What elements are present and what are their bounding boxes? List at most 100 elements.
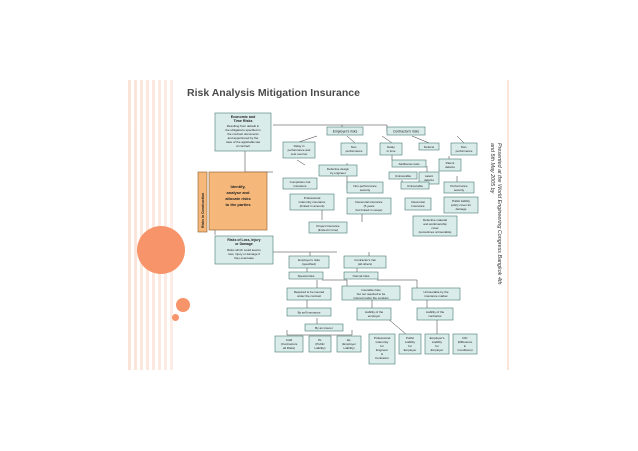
additional-costs-text: Additional costs [398,162,420,166]
emp-specified-2: (specified) [302,262,316,266]
decorative-circle-small [172,314,179,321]
completion-risk-box: Completion risk insurance [282,177,318,190]
el-emp-1: Employer's [430,336,445,340]
patent-defects-2: defects [445,165,455,169]
insurable-risks-1: Insurable risks [361,288,381,292]
uninsurable-a-box: Uninsurable [388,171,418,180]
risks-loss-2: or Damage [235,242,253,246]
ple-2: Liability [405,340,416,344]
delay-performance-2: performance and [288,148,311,152]
non-performance-security-box: Non-performance security [346,181,384,194]
con-all-others-2: (all others) [358,262,372,266]
el-3: Liability) [343,346,354,350]
project-insurance-1: Project insurance [316,224,340,228]
pl-1: PL [318,338,322,342]
identify-2: analyse and [227,190,250,195]
el-2: (Employer [342,342,356,346]
defects-box: Defects [418,142,440,151]
risks-loss-1: Risks of Loss, Injury [227,238,260,242]
by-an-insurer-box: By an insurer [304,323,344,332]
economic-desc-5: case of the applicable law [226,140,261,144]
delay-performance-1: Delay in [294,144,305,148]
prof-bottom-2: indemnity [376,340,389,344]
public-liability-cover-3: damage [456,207,467,211]
caption-line-1: Presented at the World Engineering Congr… [496,143,502,284]
decennial-b-1: Decennial [411,200,425,204]
public-liability-cover-1: Public liability [452,199,471,203]
special-risks-box: Special risks [288,271,324,280]
completion-risk-1: Completion risk [290,180,311,184]
defective-material-box: Defective material and workmanship cover… [412,215,458,237]
car-2: (Contractors [281,342,298,346]
ple-4: Employer [404,348,417,352]
decennial-b-2: Insurance [411,204,425,208]
employers-liability-box: Employer's Liability for Employer [424,333,450,355]
pl-3: Liability) [314,346,325,350]
delay-time-2: in time [387,149,396,153]
contractors-risks-box: Contractor's risks [386,126,426,136]
employers-risks-specified-box: Employer's risks (specified) [288,255,330,269]
decennial-insurance-a-box: Decennial insurance (5 years but limited… [346,197,392,215]
prof-bottom-6: Contractor [375,356,389,360]
el-1: EL [347,338,351,342]
defective-material-4: (sometimes uninsurable) [419,230,452,234]
dic-4: Conditions) [457,348,472,352]
ple-3: for [408,344,412,348]
decorative-circle-medium [176,298,190,312]
delay-performance-3: cost overrun [291,152,308,156]
dic-box: DIC (Difference in Conditions) [452,333,478,355]
dic-1: DIC [462,336,468,340]
risk-flowchart: Risks in Construction Economic and Time … [187,110,483,365]
delay-time-box: Delay in time [379,142,403,156]
insurable-risks-box: Insurable risks but not required to be i… [341,285,401,301]
identify-3: allocate risks [225,196,251,201]
delay-time-1: Delay [387,145,395,149]
caption: Presented at the World Engineering Congr… [482,143,512,293]
liability-employer-box: Liability of the employer [356,307,392,321]
el-emp-2: Liability [432,340,443,344]
defects-text: Defects [424,145,435,149]
uninsurable-market-1: Uninsurable by the [423,290,448,294]
decorative-right-line [507,80,509,370]
public-liability-cover-box: Public liability policy cover for damage [443,196,479,214]
decennial-a-1: Decennial insurance [355,200,383,204]
economic-desc-1: Resulting from default in [227,124,260,128]
liability-employer-2: employer [368,314,380,318]
defective-material-3: cover [431,226,438,230]
risks-of-loss-box: Risks of Loss, Injury or Damage Risks wh… [214,235,274,265]
prof-bottom-4: Engineer [376,348,388,352]
normal-risks-text: Normal risks [353,274,370,278]
professional-indemnity-2: indemnity insurance [299,200,326,204]
contractors-risks-text: Contractor's risks [393,130,419,134]
economic-desc-4: and apportioned by the [228,136,259,140]
el-emp-4: Employer [431,348,444,352]
defective-design-1: Defective design [327,167,350,171]
decennial-a-3: but limited in scope) [356,208,383,212]
liability-contractor-1: Liability of the [426,310,445,314]
performance-security-2: security [454,188,465,192]
non-performance-a-2: performance [346,149,363,153]
required-insured-box: Required to be insured under the contrac… [286,287,332,301]
uninsurable-market-2: insurance market [424,294,447,298]
economic-desc-2: the obligations specified in [225,128,261,132]
contractors-risk-all-others-box: Contractor's risk (all others) [343,255,387,269]
non-performance-a-1: Non- [351,145,358,149]
identify-1: Identify, [230,184,245,189]
non-performance-b-1: Non- [461,145,468,149]
by-an-insurer-text: By an insurer [315,326,333,330]
risks-in-construction-label-box [197,171,208,233]
dic-3: in [464,344,467,348]
emp-specified-1: Employer's risks [298,258,320,262]
uninsurable-a-text: Uninsurable [395,174,411,178]
identify-4: to the parties [225,202,251,207]
latent-defects-1: Latent [425,174,434,178]
liability-contractor-box: Liability of the contractor [416,307,454,321]
car-box: CAR (Contractors all Risks) [274,335,304,353]
by-self-insurance-text: By self insurance [298,311,321,315]
prof-bottom-3: for [380,344,384,348]
prof-bottom-1: Professional [374,336,391,340]
prof-indemnity-bottom-box: Professional indemnity for Engineer & Co… [368,333,396,365]
pl-2: (Public [315,342,325,346]
ple-1: Public [406,336,415,340]
non-performance-b-box: Non- performance [450,142,478,156]
